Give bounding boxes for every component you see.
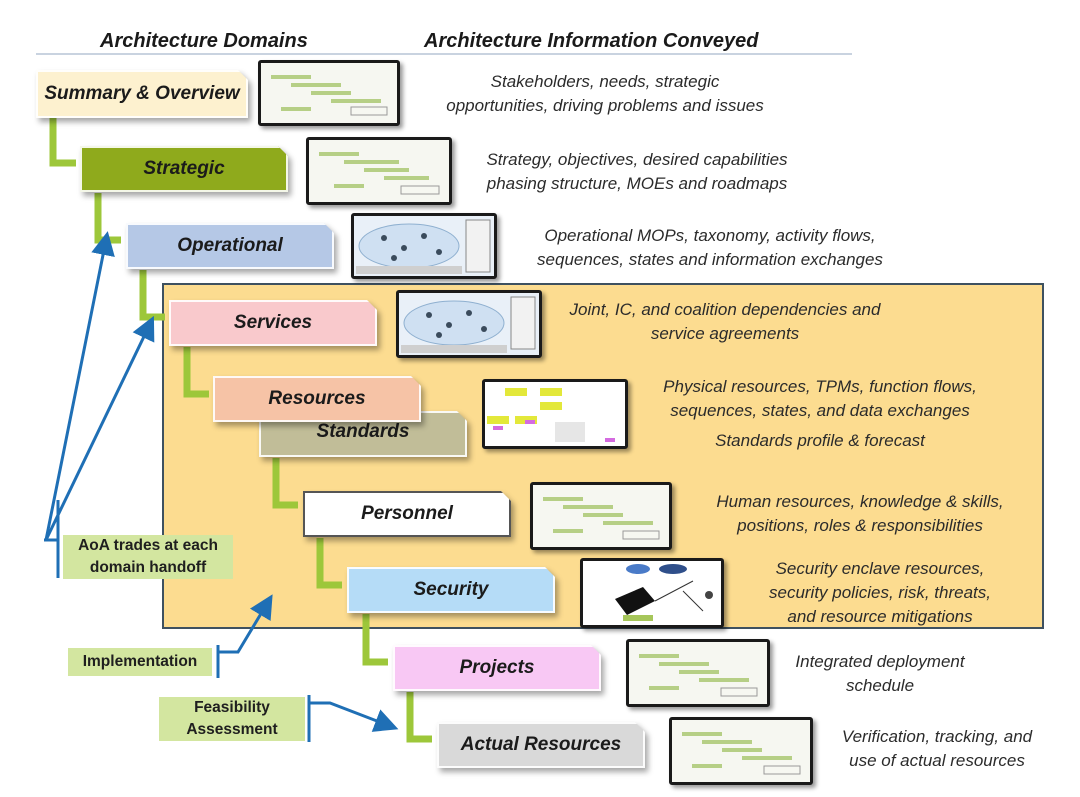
gantt-chart-thumbnail[interactable] bbox=[530, 482, 672, 550]
note-line: Assessment bbox=[186, 721, 278, 738]
header-architecture-domains: Architecture Domains bbox=[100, 30, 308, 52]
blue-arrows bbox=[44, 231, 399, 742]
domain-operational[interactable]: Operational bbox=[126, 223, 334, 269]
description-line: security policies, risk, threats, bbox=[768, 583, 991, 602]
gantt-chart-thumbnail[interactable] bbox=[258, 60, 400, 126]
description-actual-resources: Verification, tracking, and use of actua… bbox=[812, 725, 1062, 773]
domain-label: Services bbox=[169, 300, 377, 346]
domain-personnel[interactable]: Personnel bbox=[303, 491, 511, 537]
domain-resources[interactable]: Resources bbox=[213, 376, 421, 422]
gantt-chart-thumbnail[interactable] bbox=[306, 137, 452, 205]
description-summary-overview: Stakeholders, needs, strategic opportuni… bbox=[410, 70, 800, 118]
connector-projects-actual bbox=[406, 692, 432, 743]
description-services: Joint, IC, and coalition dependencies an… bbox=[540, 298, 910, 346]
description-line: use of actual resources bbox=[849, 751, 1025, 770]
connector-operational-services bbox=[139, 270, 165, 321]
domain-services[interactable]: Services bbox=[169, 300, 377, 346]
description-line: sequences, states and information exchan… bbox=[537, 250, 883, 269]
block-diagram-thumbnail[interactable] bbox=[482, 379, 628, 449]
description-line: Integrated deployment bbox=[795, 652, 965, 671]
aoa-arrow-services bbox=[44, 315, 155, 541]
note-aoa-trades: AoA trades at each domain handoff bbox=[63, 535, 233, 579]
feasibility-arrow bbox=[309, 701, 399, 732]
description-line: Strategy, objectives, desired capabiliti… bbox=[486, 150, 788, 169]
description-line: positions, roles & responsibilities bbox=[737, 516, 983, 535]
description-projects: Integrated deployment schedule bbox=[770, 650, 990, 698]
domain-security[interactable]: Security bbox=[347, 567, 555, 613]
domain-label: Resources bbox=[213, 376, 421, 422]
gantt-chart-thumbnail[interactable] bbox=[626, 639, 770, 707]
network-diagram-thumbnail[interactable] bbox=[580, 558, 724, 628]
map-diagram-thumbnail[interactable] bbox=[396, 290, 542, 358]
header-divider bbox=[36, 53, 852, 55]
domain-actual-resources[interactable]: Actual Resources bbox=[437, 722, 645, 768]
description-line: Security enclave resources, bbox=[775, 559, 985, 578]
note-line: Feasibility bbox=[194, 699, 270, 716]
implementation-arrow bbox=[218, 594, 273, 654]
description-line: schedule bbox=[845, 676, 915, 695]
description-line: phasing structure, MOEs and roadmaps bbox=[486, 174, 788, 193]
description-strategic: Strategy, objectives, desired capabiliti… bbox=[452, 148, 822, 196]
connector-summary-strategic bbox=[49, 118, 76, 167]
connector-personnel-security bbox=[316, 538, 342, 589]
connector-standards-personnel bbox=[272, 458, 298, 509]
note-feasibility-assessment: Feasibility Assessment bbox=[159, 697, 305, 741]
note-line: domain handoff bbox=[89, 559, 207, 576]
domain-label: Operational bbox=[126, 223, 334, 269]
gantt-chart-thumbnail[interactable] bbox=[669, 717, 813, 785]
header-information-conveyed: Architecture Information Conveyed bbox=[424, 30, 759, 52]
description-line: and resource mitigations bbox=[787, 607, 973, 626]
description-line: Operational MOPs, taxonomy, activity flo… bbox=[544, 226, 876, 245]
description-line: Standards profile & forecast bbox=[715, 431, 925, 450]
description-line: Human resources, knowledge & skills, bbox=[716, 492, 1004, 511]
connector-security-projects bbox=[362, 614, 388, 666]
description-operational: Operational MOPs, taxonomy, activity flo… bbox=[500, 224, 920, 272]
connector-strategic-operational bbox=[94, 193, 121, 244]
domain-strategic[interactable]: Strategic bbox=[80, 146, 288, 192]
map-diagram-thumbnail[interactable] bbox=[351, 213, 497, 279]
description-line: service agreements bbox=[650, 324, 800, 343]
domain-label: Summary & Overview bbox=[36, 70, 248, 118]
domain-label: Security bbox=[347, 567, 555, 613]
connector-services-resources bbox=[183, 347, 209, 398]
domain-projects[interactable]: Projects bbox=[393, 645, 601, 691]
domain-label: Actual Resources bbox=[437, 722, 645, 768]
description-line: Joint, IC, and coalition dependencies an… bbox=[569, 300, 881, 319]
domain-label: Personnel bbox=[303, 491, 511, 537]
description-resources: Physical resources, TPMs, function flows… bbox=[630, 375, 1010, 423]
description-line: Stakeholders, needs, strategic bbox=[490, 72, 720, 91]
note-line: AoA trades at each bbox=[78, 537, 218, 554]
description-line: opportunities, driving problems and issu… bbox=[446, 96, 764, 115]
aoa-arrow-operational bbox=[44, 231, 115, 541]
domain-label: Projects bbox=[393, 645, 601, 691]
description-line: sequences, states, and data exchanges bbox=[670, 401, 970, 420]
domain-label: Strategic bbox=[80, 146, 288, 192]
note-implementation: Implementation bbox=[68, 648, 212, 676]
description-personnel: Human resources, knowledge & skills, pos… bbox=[680, 490, 1040, 538]
description-security: Security enclave resources, security pol… bbox=[740, 557, 1020, 629]
description-line: Physical resources, TPMs, function flows… bbox=[663, 377, 977, 396]
description-standards: Standards profile & forecast bbox=[630, 429, 1010, 453]
description-line: Verification, tracking, and bbox=[841, 727, 1033, 746]
domain-summary-overview[interactable]: Summary & Overview bbox=[36, 70, 248, 118]
